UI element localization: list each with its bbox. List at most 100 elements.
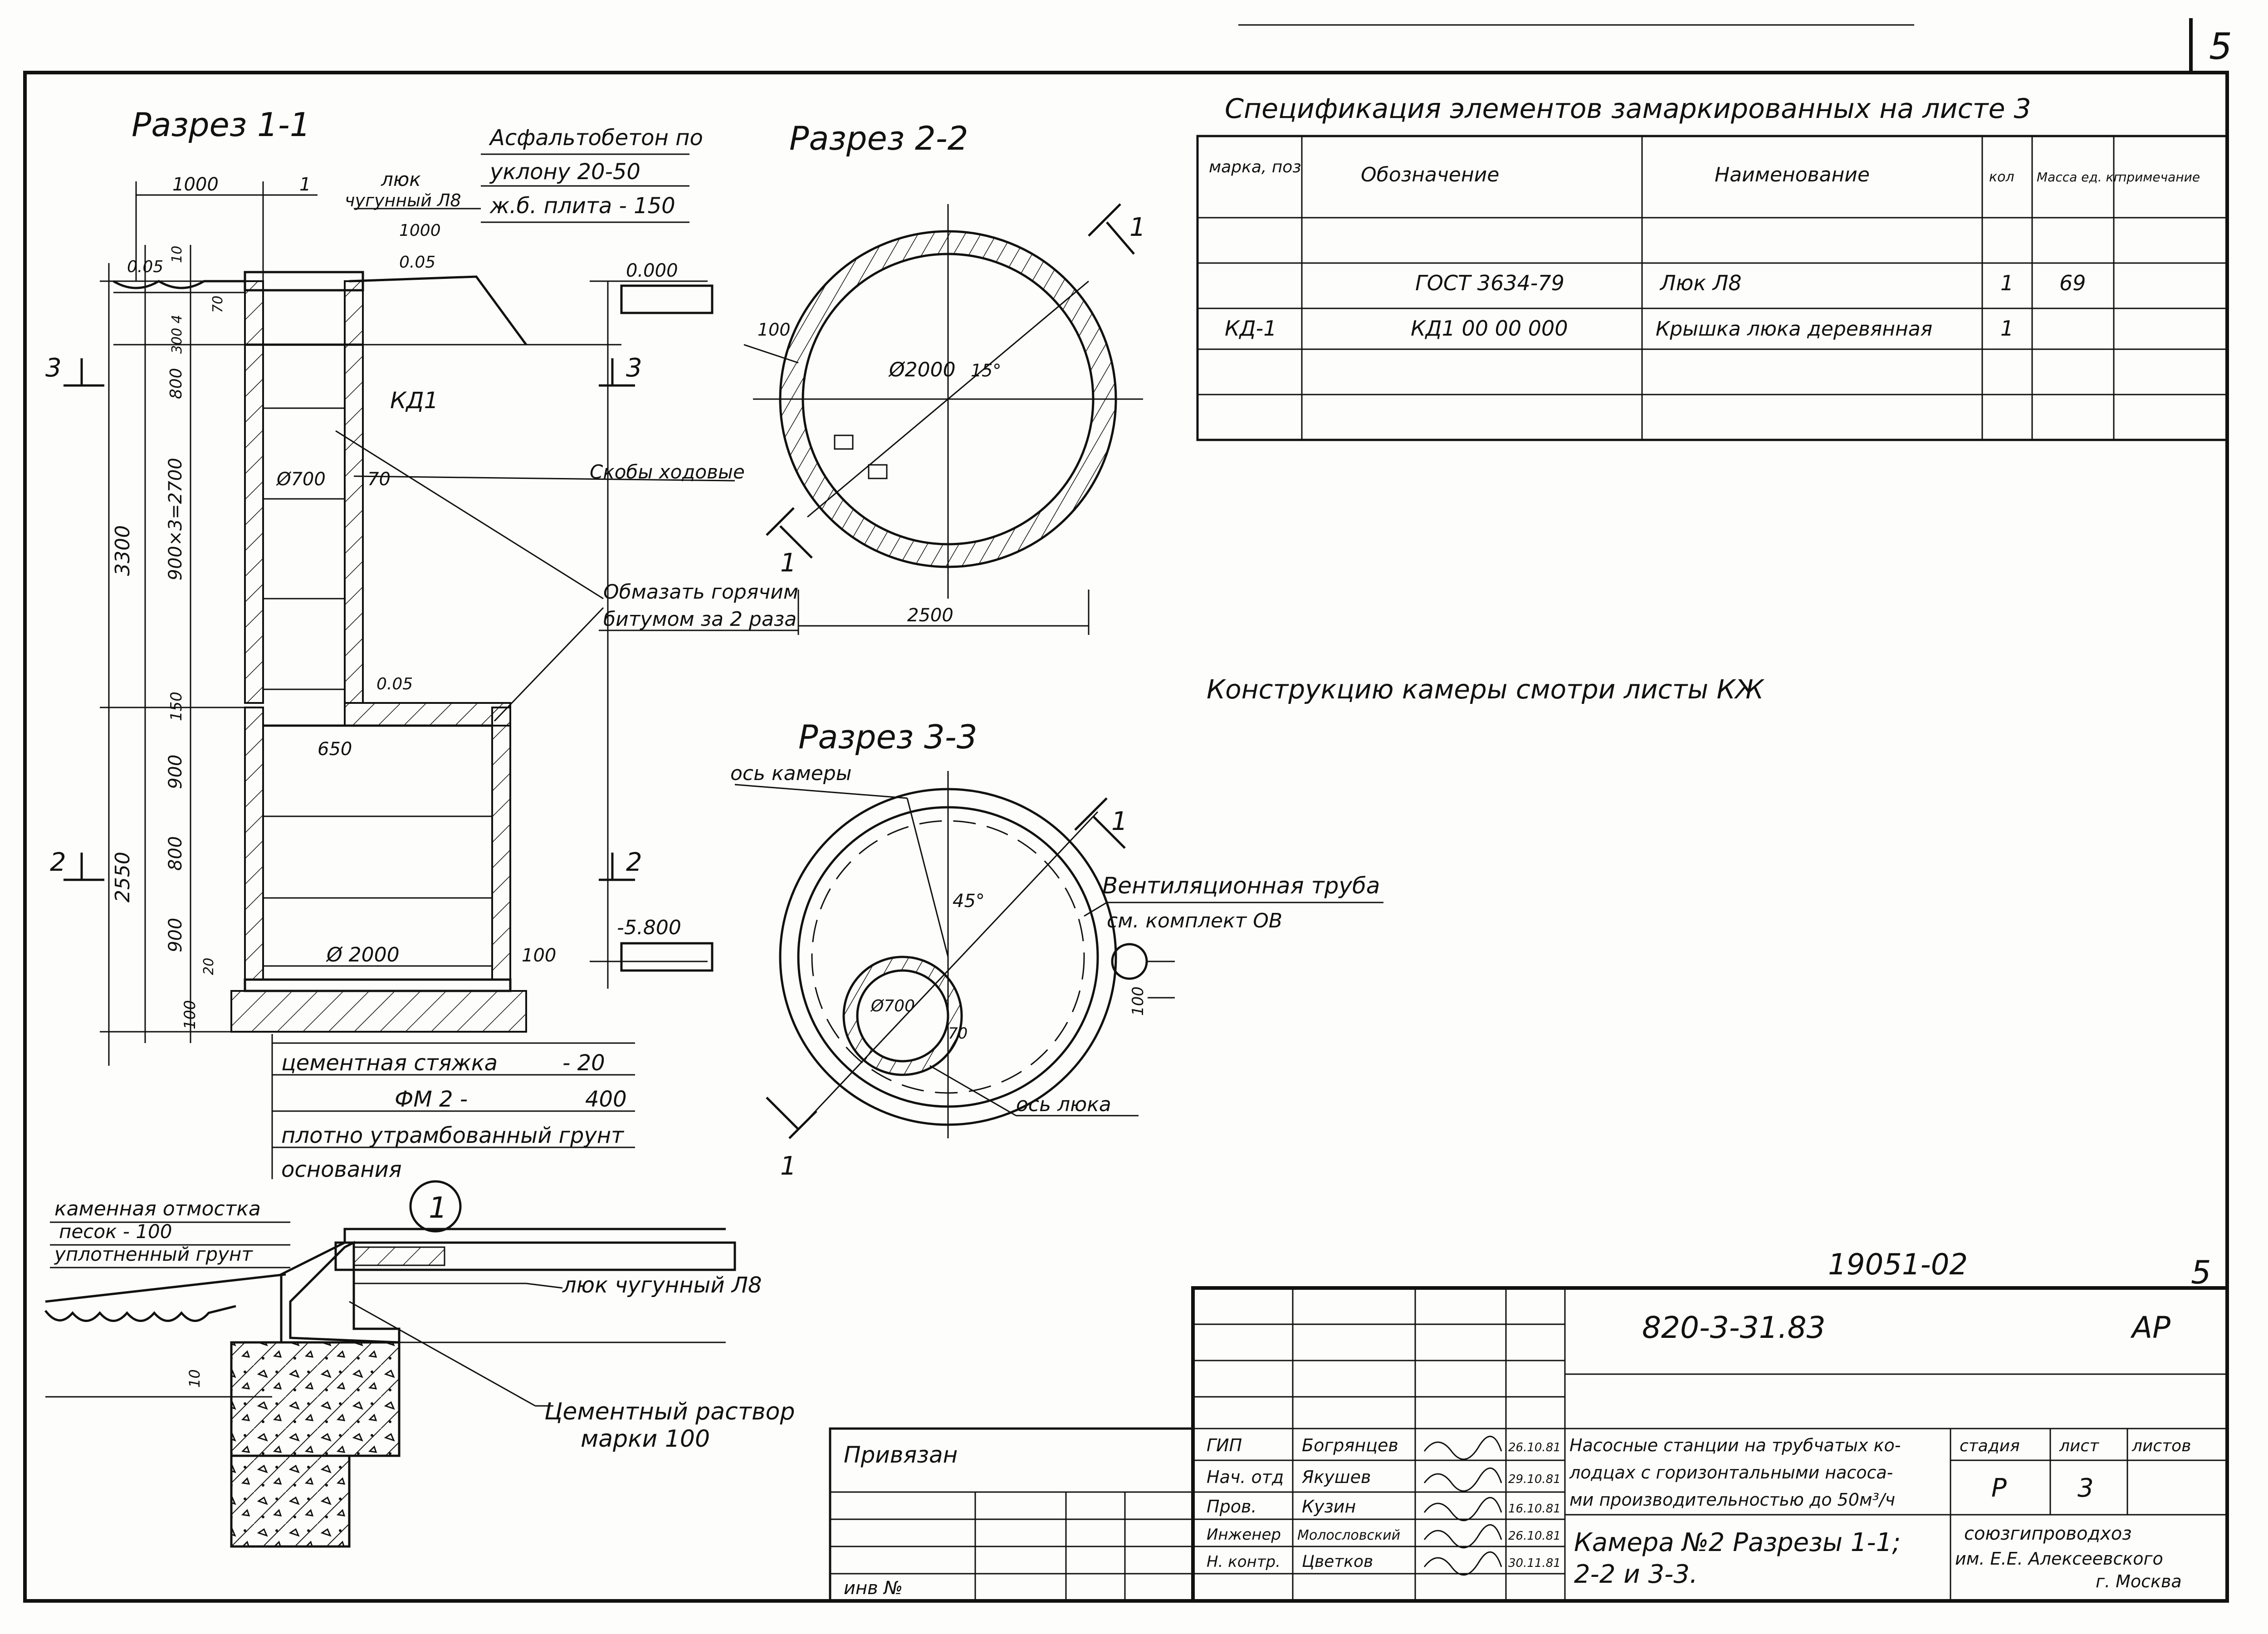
detail-1: 1 каменная отмостка песок - 100 уплотнен… — [44, 1180, 795, 1548]
section-1-1-title: Разрез 1-1 — [132, 106, 311, 144]
stamp-title-2: лодцах с горизонтальными насоса- — [1569, 1463, 1893, 1483]
role-3: Пров. — [1207, 1497, 1256, 1517]
detail-mortar-1: Цементный раствор — [544, 1398, 795, 1425]
layer-2: ФМ 2 - — [395, 1087, 468, 1112]
title-block: 19051-02 5 — [829, 1248, 2229, 1603]
dim-150: 150 — [167, 692, 186, 721]
d-100-22: 100 — [758, 320, 791, 340]
spec-header-name: Наименование — [1715, 163, 1870, 186]
dim-650: 650 — [318, 739, 352, 760]
asphalt-label-3: ж.б. плита - 150 — [489, 193, 675, 219]
dim-900-b: 900 — [165, 918, 186, 952]
spec-row1-mass: 69 — [2059, 271, 2086, 295]
stamp-doc-top: 19051-02 — [1828, 1248, 1968, 1282]
name-5: Цветков — [1302, 1552, 1373, 1571]
dim-1000-2: 1000 — [399, 221, 441, 240]
detail-d10: 10 — [186, 1369, 203, 1388]
layer-1: цементная стяжка — [281, 1050, 498, 1076]
date-5: 30.11.81 — [1508, 1556, 1561, 1570]
stamp-inv-label: инв № — [844, 1578, 903, 1599]
dim-10: 10 — [169, 246, 185, 263]
signatures — [1423, 1436, 1502, 1576]
dim-800: 800 — [167, 368, 186, 399]
lid-label-2: чугунный Л8 — [345, 190, 461, 210]
dim-300-4: 300 4 — [169, 315, 185, 354]
role-2: Нач. отд — [1207, 1467, 1284, 1487]
date-3: 16.10.81 — [1508, 1502, 1561, 1516]
dia-700-33: Ø700 — [870, 997, 915, 1015]
dim-900x3: 900×3=2700 — [165, 458, 186, 580]
detail-label-3: уплотненный грунт — [54, 1243, 253, 1265]
mark-1-33a: 1 — [1111, 807, 1128, 836]
mark-2-left: 2 — [50, 848, 66, 877]
spec-row1-qty: 1 — [2000, 271, 2014, 295]
asphalt-label-2: уклону 20-50 — [489, 159, 640, 185]
stamp-code: 820-3-31.83 — [1642, 1310, 1826, 1345]
spec-row1-designation: ГОСТ 3634-79 — [1415, 271, 1564, 295]
section-3-3: Разрез 3-3 ось камеры Вентиляционная тр — [730, 718, 1383, 1181]
spec-title: Спецификация элементов замаркированных н… — [1225, 93, 2031, 125]
section-2-2-title: Разрез 2-2 — [789, 119, 968, 157]
dia-2000: Ø 2000 — [326, 943, 400, 966]
spec-header-note: примечание — [2118, 170, 2200, 185]
spec-row1-name: Люк Л8 — [1659, 271, 1742, 295]
name-1: Богрянцев — [1302, 1435, 1398, 1455]
name-3: Кузин — [1302, 1497, 1356, 1517]
date-2: 29.10.81 — [1508, 1473, 1561, 1486]
section-1-1: Разрез 1-1 — [45, 106, 798, 1182]
vent-label-2: см. комплект ОВ — [1107, 909, 1282, 932]
dim-2550: 2550 — [111, 852, 134, 902]
mark-1-22a: 1 — [1129, 213, 1146, 242]
stamp-title-1: Насосные станции на трубчатых ко- — [1569, 1435, 1901, 1455]
stamp-sheet-title-1: Камера №2 Разрезы 1-1; — [1574, 1528, 1901, 1557]
dim-005-b: 0.05 — [399, 253, 435, 272]
role-1: ГИП — [1207, 1435, 1242, 1455]
stamp-stage: Р — [1991, 1473, 2007, 1503]
spec-row2-name: Крышка люка деревянная — [1656, 317, 1932, 341]
detail-number: 1 — [429, 1191, 447, 1225]
mark-1-33b: 1 — [780, 1151, 797, 1181]
stamp-section: АР — [2130, 1310, 2170, 1345]
layer-1-value: - 20 — [562, 1050, 605, 1076]
detail-label-1: каменная отмостка — [54, 1197, 261, 1220]
spec-row2-designation: КД1 00 00 000 — [1411, 316, 1568, 341]
asphalt-label-1: Асфальтобетон по — [489, 125, 703, 151]
dim-005-a: 0.05 — [127, 258, 163, 276]
stamp-sheet-title-2: 2-2 и 3-3. — [1574, 1560, 1698, 1589]
dim-20: 20 — [201, 958, 217, 975]
name-4: Молословский — [1297, 1527, 1400, 1543]
date-4: 26.10.81 — [1508, 1529, 1561, 1543]
dim-900-a: 900 — [165, 755, 186, 789]
stamp-org-3: г. Москва — [2096, 1571, 2182, 1591]
dim-3300: 3300 — [111, 525, 134, 576]
spec-table: Спецификация элементов замаркированных н… — [1196, 93, 2229, 441]
d-100-33: 100 — [1129, 986, 1147, 1016]
name-2: Якушев — [1301, 1467, 1371, 1487]
spec-row2-mark: КД-1 — [1225, 316, 1276, 341]
stamp-sheet: 3 — [2077, 1473, 2094, 1503]
d-70-33: 70 — [948, 1024, 968, 1043]
layer-2-value: 400 — [585, 1087, 627, 1112]
role-4: Инженер — [1207, 1526, 1281, 1544]
construction-note: Конструкцию камеры смотри листы КЖ — [1207, 674, 1765, 705]
elev-m5800: -5.800 — [617, 916, 681, 939]
stamp-title-3: ми производительностью до 50м³/ч — [1569, 1490, 1895, 1510]
section-2-2: Разрез 2-2 Ø2000 15° 100 2500 1 1 — [743, 119, 1146, 635]
elev-0: 0.000 — [626, 260, 678, 281]
spec-header-mark: марка, поз — [1209, 158, 1301, 176]
dim-1000-top: 1000 — [172, 174, 219, 195]
d-70: 70 — [367, 469, 391, 490]
detail-label-2: песок - 100 — [59, 1220, 172, 1243]
role-5: Н. контр. — [1207, 1553, 1281, 1571]
coat-label-1: Обмазать горячим — [603, 580, 798, 604]
spec-header-designation: Обозначение — [1361, 163, 1499, 186]
stamp-bound-label: Привязан — [844, 1442, 958, 1468]
corner-sheet-number: 5 — [2209, 25, 2232, 68]
kd1-label: КД1 — [390, 387, 438, 414]
dia-2000-22: Ø2000 — [888, 358, 956, 381]
dia-700: Ø700 — [276, 469, 326, 490]
date-1: 26.10.81 — [1508, 1441, 1561, 1454]
ladder-label: Скобы ходовые — [590, 461, 745, 483]
